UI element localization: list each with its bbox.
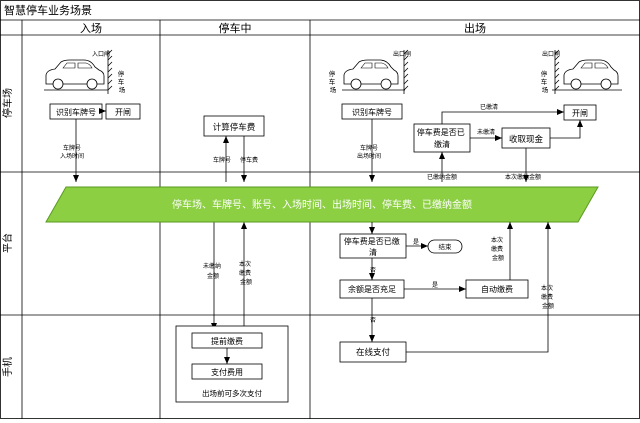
entry-gate-icon	[107, 49, 113, 94]
exit-upload-plate: 车牌号	[360, 144, 378, 152]
entry-gate-label: 入口闸	[92, 50, 110, 58]
row-header-platform: 平台	[1, 233, 14, 253]
car-icon	[552, 59, 622, 91]
auto-pay-amount-text-2: 缴费	[491, 245, 503, 253]
prepay-amount-text-2: 缴费	[239, 269, 251, 277]
platform-data-banner	[45, 186, 599, 223]
exit-lot-right-char-2: 车	[541, 77, 548, 86]
exit-recognize-label: 识别车牌号	[352, 107, 392, 117]
arrow-online-pay-to-banner	[406, 222, 551, 353]
entry-upload-time: 入场时间	[60, 152, 84, 160]
exit-lot-right-char-3: 场	[542, 85, 549, 94]
exit-lot-left-char-2: 车	[329, 77, 336, 86]
paid-amount-label: 已缴纳金额	[427, 173, 457, 181]
car-icon	[342, 59, 405, 91]
prepay-amount-text-3: 金额	[240, 278, 252, 286]
fee-paid-check-box	[413, 123, 471, 153]
parking-fee-text-1: 停车	[240, 156, 252, 164]
platform-paid-check-text-2: 清	[369, 247, 377, 257]
column-header-exit: 出场	[464, 21, 486, 35]
yes-label: 是	[413, 239, 419, 246]
exit-upload-time: 出场时间	[357, 152, 381, 160]
column-header-entry: 入场	[80, 21, 102, 35]
pay-fee-label: 支付费用	[211, 367, 243, 377]
auto-pay-box	[465, 279, 529, 299]
online-pay-amount-text-1: 本次	[541, 284, 553, 292]
diagram-title: 智慧停车业务场景	[4, 3, 92, 17]
calculate-fee-box	[203, 115, 265, 137]
fee-paid-check-label: 停车费是否已 缴清	[417, 127, 468, 149]
end-terminal-label: 结束	[439, 242, 453, 251]
fee-paid-check-text-1: 停车费是否已	[417, 127, 465, 137]
parking-plate-label: 车牌号	[213, 156, 231, 164]
row-header-parking-lot: 停车场	[1, 88, 14, 118]
platform-paid-check-text-1: 停车费是否已缴	[344, 236, 400, 246]
online-pay-amount-label: 本次 缴费 金额	[541, 284, 555, 310]
exit-gate-icon	[554, 49, 560, 94]
prepay-amount-text-1: 本次	[239, 260, 251, 268]
online-pay-amount-text-3: 金额	[542, 302, 554, 310]
fee-paid-check-text-2: 缴清	[434, 139, 450, 149]
entry-lot-label: 停 车 场	[118, 69, 127, 94]
exit-gate-right-label: 出口闸	[542, 50, 560, 58]
entry-recognize-label: 识别车牌号	[56, 107, 96, 117]
collect-cash-label: 收取现金	[509, 134, 544, 145]
pay-fee-box	[191, 363, 263, 380]
calculate-fee-label: 计算停车费	[213, 122, 256, 133]
this-paid-amount-label: 本次缴纳金额	[505, 173, 541, 181]
platform-paid-check-label: 停车费是否已缴 清	[344, 236, 403, 257]
no-label-1: 否	[370, 267, 376, 274]
online-pay-amount-text-2: 缴费	[541, 293, 553, 301]
row-header-phone: 手机	[1, 357, 14, 377]
exit-gate-left-label: 出口闸	[393, 50, 411, 58]
platform-banner-text: 停车场、车牌号、账号、入场时间、出场时间、停车费、已缴纳金额	[172, 198, 472, 211]
parking-fee-text-2: 费	[252, 156, 258, 164]
multi-pay-caption: 出场前可多次支付	[202, 388, 262, 398]
exit-gate-icon	[403, 49, 409, 94]
platform-paid-check-box	[339, 233, 407, 259]
prepay-amount-label: 本次 缴费 金额	[239, 260, 253, 286]
auto-pay-amount-text-3: 金额	[492, 254, 504, 262]
parking-fee-label: 停车费	[240, 156, 258, 164]
yes-label-2: 是	[432, 282, 438, 289]
car-icon	[44, 59, 108, 91]
exit-lot-right-char-1: 停	[541, 69, 548, 78]
paid-edge-label: 已缴清	[480, 103, 498, 111]
exit-lot-left-label: 停 车 场	[329, 69, 338, 94]
entry-lot-char-1: 停	[118, 69, 125, 78]
exit-lot-left-char-1: 停	[329, 69, 336, 78]
entry-upload-plate: 车牌号	[63, 144, 81, 152]
auto-pay-label: 自动缴费	[481, 284, 513, 294]
auto-pay-amount-text-1: 本次	[491, 236, 503, 244]
entry-lot-char-3: 场	[119, 85, 126, 94]
entry-open-gate-label: 开闸	[115, 108, 131, 117]
exit-open-gate-label: 开闸	[572, 109, 588, 118]
arrow-cash-to-open	[550, 120, 583, 139]
balance-check-label: 余额是否充足	[348, 284, 396, 294]
auto-pay-amount-label: 本次 缴费 金额	[491, 236, 505, 262]
exit-lot-right-label: 停 车 场	[541, 69, 550, 94]
online-pay-label: 在线支付	[356, 347, 391, 358]
no-label-2: 否	[370, 317, 376, 324]
prepay-label: 提前缴费	[211, 336, 243, 346]
unpaid-amount-text-2: 金额	[207, 272, 219, 280]
unpaid-amount-label: 未缴纳 金额	[203, 262, 223, 280]
end-terminal	[427, 239, 463, 254]
entry-open-gate	[105, 103, 141, 120]
arrow-paid-to-open	[441, 109, 564, 124]
unpaid-amount-text-1: 未缴纳	[203, 262, 221, 270]
unpaid-edge-label: 未缴清	[477, 128, 495, 136]
exit-lot-left-char-3: 场	[330, 85, 337, 94]
entry-lot-char-2: 车	[118, 77, 125, 86]
column-header-parking: 停车中	[219, 21, 252, 35]
